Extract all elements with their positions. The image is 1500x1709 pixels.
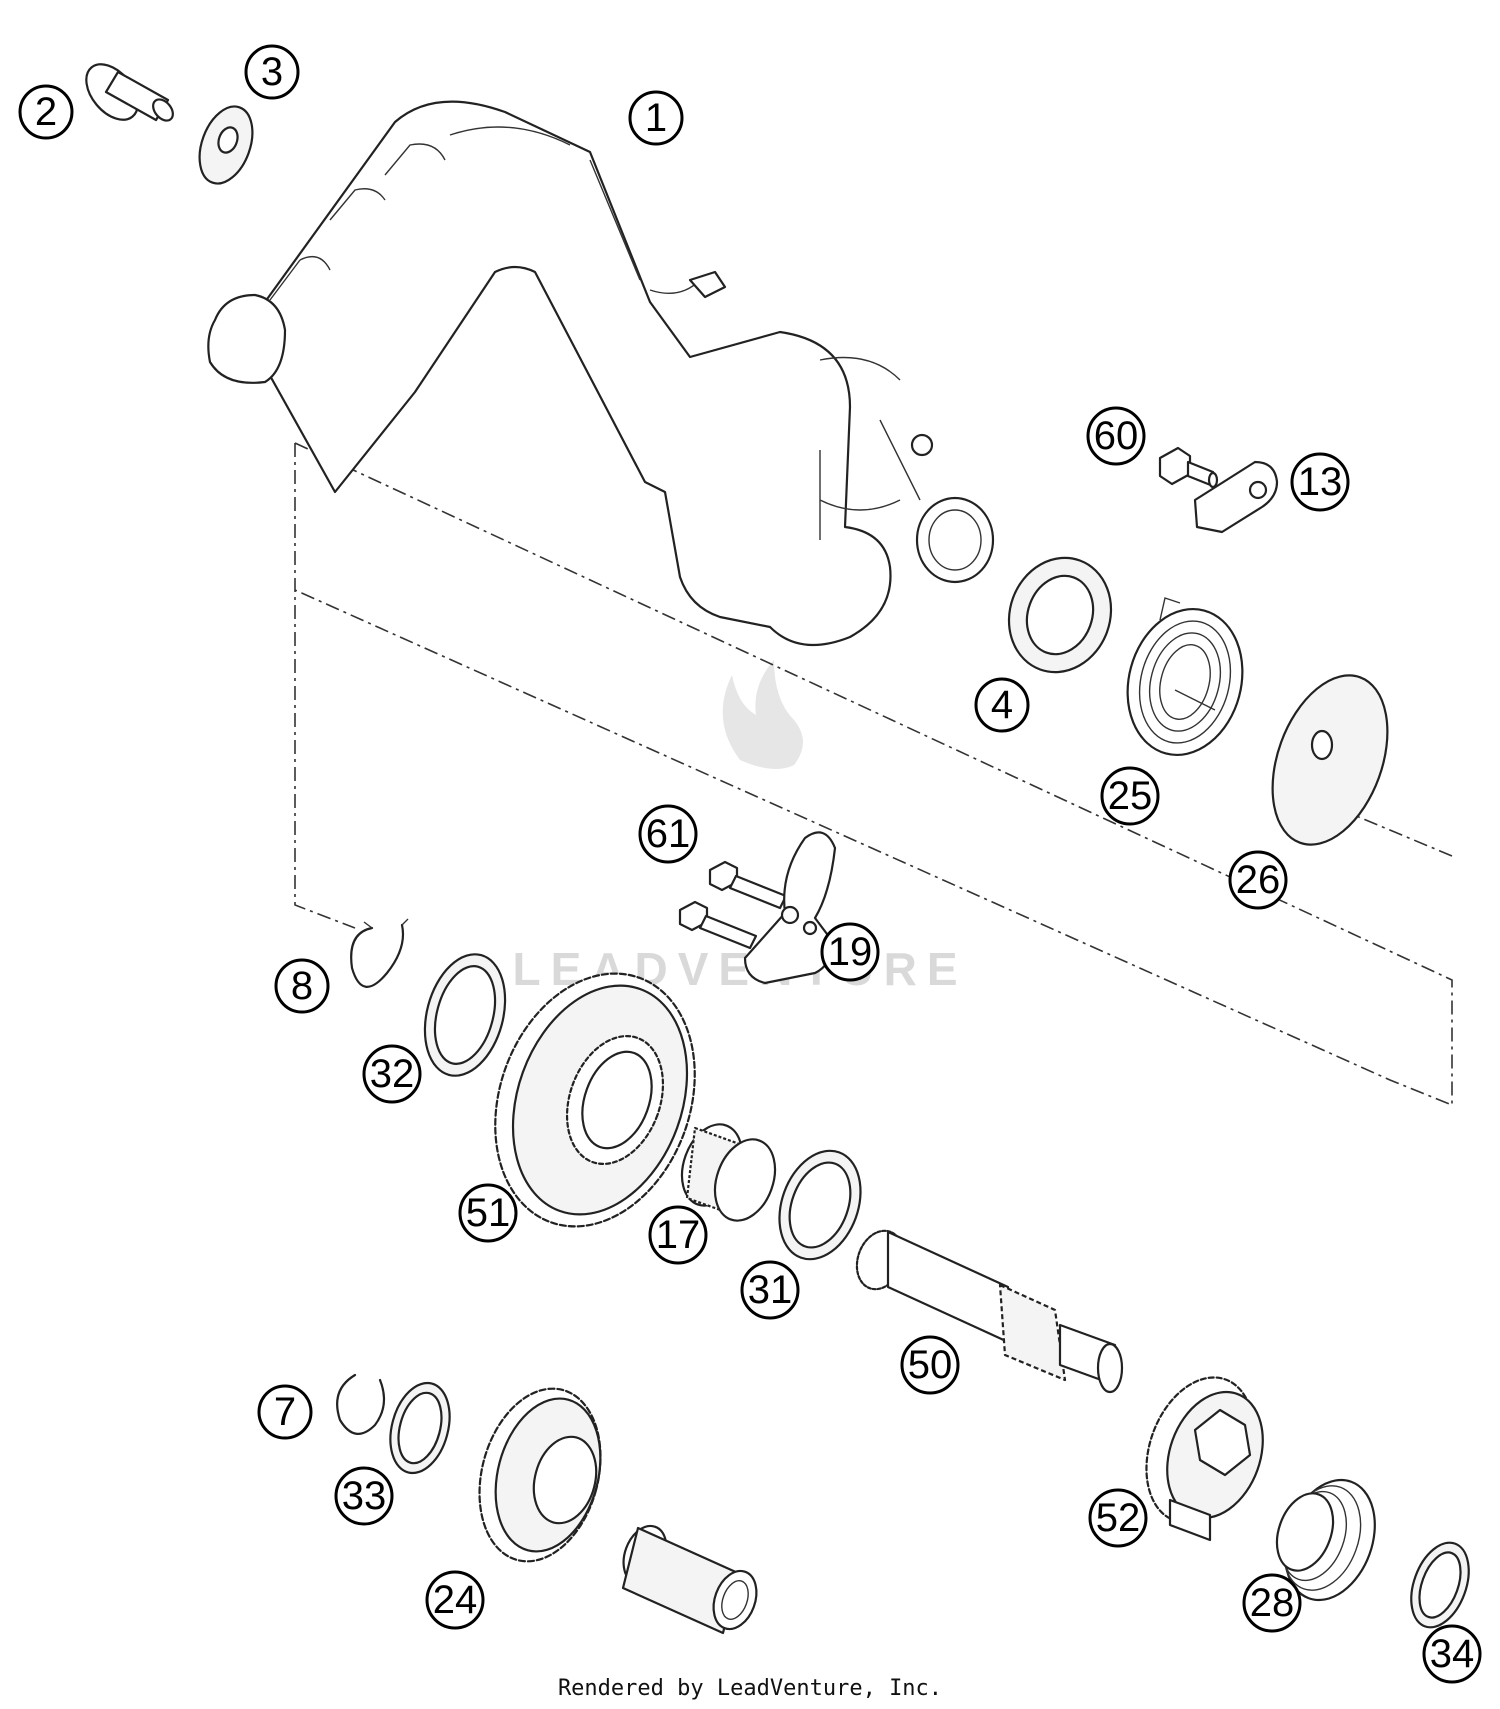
ratchet-19 [743,831,837,985]
washer-3 [198,105,254,185]
callout-label: 32 [370,1052,415,1096]
callout-label: 1 [645,96,667,140]
circlip-8 [350,918,409,988]
callout-24: 24 [425,1570,485,1630]
callout-label: 17 [656,1213,701,1257]
callout-label: 24 [433,1578,478,1622]
spring-25 [1126,597,1244,757]
callout-19: 19 [820,922,880,982]
washer-4 [1007,556,1113,674]
callout-label: 2 [35,90,57,134]
callout-32: 32 [362,1044,422,1104]
callout-4: 4 [974,677,1030,733]
callout-label: 7 [274,1390,296,1434]
callout-33: 33 [334,1466,394,1526]
callout-label: 31 [748,1268,793,1312]
callout-label: 33 [342,1474,387,1518]
callout-label: 13 [1298,460,1343,504]
callout-label: 25 [1108,774,1153,818]
callout-bubbles: 1 2 3 4 7 8 13 17 19 24 25 26 28 31 32 3… [18,44,1482,1684]
callout-8: 8 [274,958,330,1014]
callout-label: 60 [1094,414,1139,458]
needle-bearing-17 [680,1123,777,1222]
washer-32 [423,953,507,1077]
callout-34: 34 [1422,1624,1482,1684]
ratchet-gear-52 [1145,1376,1264,1542]
callout-label: 19 [828,930,873,974]
bolt-60 [1158,446,1219,489]
footer-credit: Rendered by LeadVenture, Inc. [557,1676,943,1701]
washer-33 [389,1381,451,1475]
callout-7: 7 [257,1384,313,1440]
callout-13: 13 [1290,452,1350,512]
bolts-61 [678,860,788,950]
spring-28 [1275,1478,1376,1602]
callout-label: 34 [1430,1632,1475,1676]
callout-1: 1 [628,90,684,146]
callout-51: 51 [458,1183,518,1243]
callout-60: 60 [1086,406,1146,466]
callout-31: 31 [740,1260,800,1320]
disc-26 [1271,674,1389,846]
callout-61: 61 [638,804,698,864]
callout-52: 52 [1088,1488,1148,1548]
callout-label: 8 [291,964,313,1008]
sleeve [621,1524,758,1635]
callout-label: 4 [991,683,1013,727]
kickstarter-shaft-50 [855,1229,1124,1394]
callout-label: 52 [1096,1496,1141,1540]
callout-17: 17 [648,1205,708,1265]
callout-label: 26 [1236,858,1281,902]
callout-label: 28 [1250,1581,1295,1625]
callout-25: 25 [1100,766,1160,826]
washer-34 [1410,1541,1470,1629]
callout-26: 26 [1228,850,1288,910]
kickstarter-lever [207,100,995,647]
callout-2: 2 [18,84,74,140]
bracket-13 [1193,460,1279,534]
gear-51 [494,972,696,1228]
gear-24 [478,1387,602,1563]
washer-31 [778,1149,862,1261]
callout-50: 50 [900,1335,960,1395]
pin [85,63,174,122]
circlip-7 [336,1373,386,1435]
callout-label: 51 [466,1191,511,1235]
callout-label: 50 [908,1343,953,1387]
callout-label: 61 [646,812,691,856]
callout-3: 3 [244,44,300,100]
callout-label: 3 [261,50,283,94]
callout-28: 28 [1242,1573,1302,1633]
